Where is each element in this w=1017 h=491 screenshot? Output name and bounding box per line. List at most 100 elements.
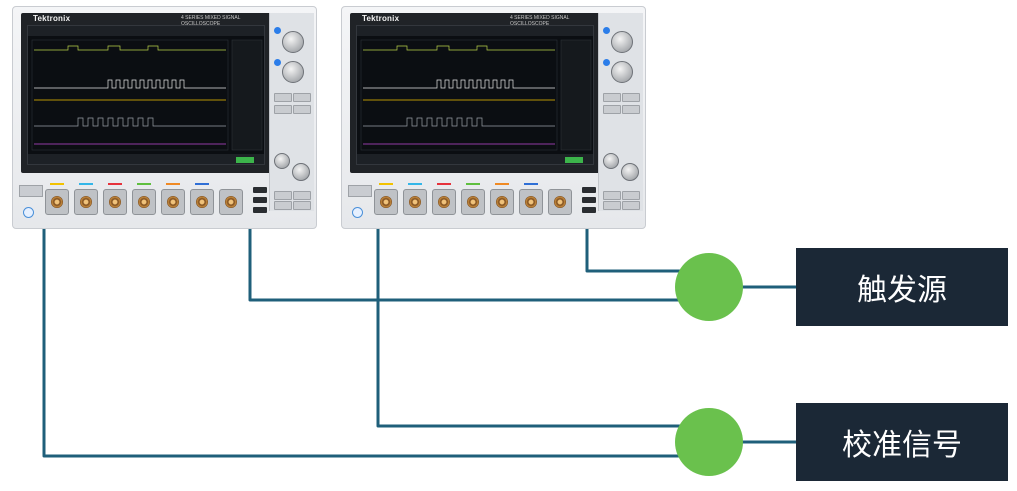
oscilloscope-1: Tektronix 4 SERIES MIXED SIGNAL OSCILLOS… bbox=[12, 6, 317, 229]
channel-color-tag bbox=[379, 183, 393, 185]
trigger-cable-scope1 bbox=[248, 220, 682, 302]
calibration-signal-label: 校准信号 bbox=[842, 429, 962, 462]
oscilloscope-2: Tektronix 4 SERIES MIXED SIGNAL OSCILLOS… bbox=[341, 6, 646, 229]
channel-inputs bbox=[372, 183, 582, 223]
run-indicator bbox=[565, 157, 583, 163]
channel-2-input[interactable] bbox=[74, 189, 98, 215]
indicator-led bbox=[603, 27, 610, 34]
model-badge bbox=[348, 185, 372, 197]
channel-3-input[interactable] bbox=[103, 189, 127, 215]
model-badge bbox=[19, 185, 43, 197]
panel-button[interactable] bbox=[622, 93, 640, 102]
panel-button[interactable] bbox=[293, 191, 311, 200]
channel-inputs bbox=[43, 183, 253, 223]
data-trace bbox=[363, 117, 555, 127]
aux-trigger-ports bbox=[253, 185, 267, 215]
status-bar bbox=[357, 154, 593, 164]
panel-button[interactable] bbox=[274, 93, 292, 102]
trigger-splitter-node bbox=[675, 253, 743, 321]
channel-5-input[interactable] bbox=[161, 189, 185, 215]
brand-logo: Tektronix bbox=[33, 14, 71, 23]
channel-2-input[interactable] bbox=[403, 189, 427, 215]
panel-button[interactable] bbox=[622, 201, 640, 210]
panel-button[interactable] bbox=[603, 201, 621, 210]
power-button[interactable] bbox=[23, 207, 34, 218]
channel-4-input[interactable] bbox=[461, 189, 485, 215]
clock-trace bbox=[34, 79, 226, 89]
indicator-led bbox=[274, 59, 281, 66]
panel-button[interactable] bbox=[293, 201, 311, 210]
channel-1-input[interactable] bbox=[374, 189, 398, 215]
waveform-display bbox=[28, 26, 264, 164]
channel-3-input[interactable] bbox=[432, 189, 456, 215]
trigger-knob[interactable] bbox=[611, 61, 633, 83]
panel-button[interactable] bbox=[603, 191, 621, 200]
panel-button[interactable] bbox=[603, 105, 621, 114]
vertical-scale-knob[interactable] bbox=[621, 163, 639, 181]
panel-button[interactable] bbox=[293, 93, 311, 102]
clock-trace bbox=[363, 79, 555, 89]
channel-color-tag bbox=[466, 183, 480, 185]
vertical-position-knob[interactable] bbox=[603, 153, 619, 169]
panel-button[interactable] bbox=[622, 105, 640, 114]
display-bezel: Tektronix 4 SERIES MIXED SIGNAL OSCILLOS… bbox=[21, 13, 271, 173]
scope-screen bbox=[356, 25, 594, 165]
data-trace bbox=[34, 117, 226, 127]
status-bar bbox=[28, 154, 264, 164]
model-label: 4 SERIES MIXED SIGNAL OSCILLOSCOPE bbox=[510, 15, 570, 27]
control-panel bbox=[598, 13, 643, 211]
panel-button[interactable] bbox=[293, 105, 311, 114]
aux-input[interactable] bbox=[219, 189, 243, 215]
side-menu bbox=[231, 39, 263, 151]
channel-color-tag bbox=[166, 183, 180, 185]
calibration-splitter-node bbox=[675, 408, 743, 476]
channel-1-input[interactable] bbox=[45, 189, 69, 215]
panel-button[interactable] bbox=[274, 105, 292, 114]
brand-logo: Tektronix bbox=[362, 14, 400, 23]
power-button[interactable] bbox=[352, 207, 363, 218]
channel-color-tag bbox=[108, 183, 122, 185]
model-label: 4 SERIES MIXED SIGNAL OSCILLOSCOPE bbox=[181, 15, 241, 27]
control-panel bbox=[269, 13, 314, 211]
panel-button[interactable] bbox=[274, 201, 292, 210]
channel-5-input[interactable] bbox=[490, 189, 514, 215]
horizontal-knob[interactable] bbox=[282, 31, 304, 53]
indicator-led bbox=[274, 27, 281, 34]
channel-color-tag bbox=[79, 183, 93, 185]
calibration-cable-scope2 bbox=[376, 220, 682, 428]
channel-color-tag bbox=[50, 183, 64, 185]
trigger-source-label: 触发源 bbox=[857, 274, 947, 307]
graticule bbox=[31, 39, 229, 151]
panel-button[interactable] bbox=[274, 191, 292, 200]
vertical-position-knob[interactable] bbox=[274, 153, 290, 169]
side-menu bbox=[560, 39, 592, 151]
channel-6-input[interactable] bbox=[190, 189, 214, 215]
trigger-source-box: 触发源 bbox=[796, 248, 1008, 326]
channel-color-tag bbox=[524, 183, 538, 185]
scope-screen bbox=[27, 25, 265, 165]
channel-color-tag bbox=[408, 183, 422, 185]
channel-color-tag bbox=[437, 183, 451, 185]
run-indicator bbox=[236, 157, 254, 163]
display-bezel: Tektronix 4 SERIES MIXED SIGNAL OSCILLOS… bbox=[350, 13, 600, 173]
channel-4-input[interactable] bbox=[132, 189, 156, 215]
channel-color-tag bbox=[495, 183, 509, 185]
bus-trace bbox=[363, 45, 555, 51]
panel-button[interactable] bbox=[603, 93, 621, 102]
trigger-knob[interactable] bbox=[282, 61, 304, 83]
trigger-cable-scope2 bbox=[585, 220, 682, 273]
horizontal-knob[interactable] bbox=[611, 31, 633, 53]
graticule bbox=[360, 39, 558, 151]
aux-input[interactable] bbox=[548, 189, 572, 215]
calibration-cable-scope1 bbox=[42, 220, 682, 458]
menu-bar bbox=[357, 26, 593, 36]
calibration-signal-box: 校准信号 bbox=[796, 403, 1008, 481]
panel-button[interactable] bbox=[622, 191, 640, 200]
bus-trace bbox=[34, 45, 226, 51]
channel-6-input[interactable] bbox=[519, 189, 543, 215]
waveform-display bbox=[357, 26, 593, 164]
channel-color-tag bbox=[195, 183, 209, 185]
vertical-scale-knob[interactable] bbox=[292, 163, 310, 181]
